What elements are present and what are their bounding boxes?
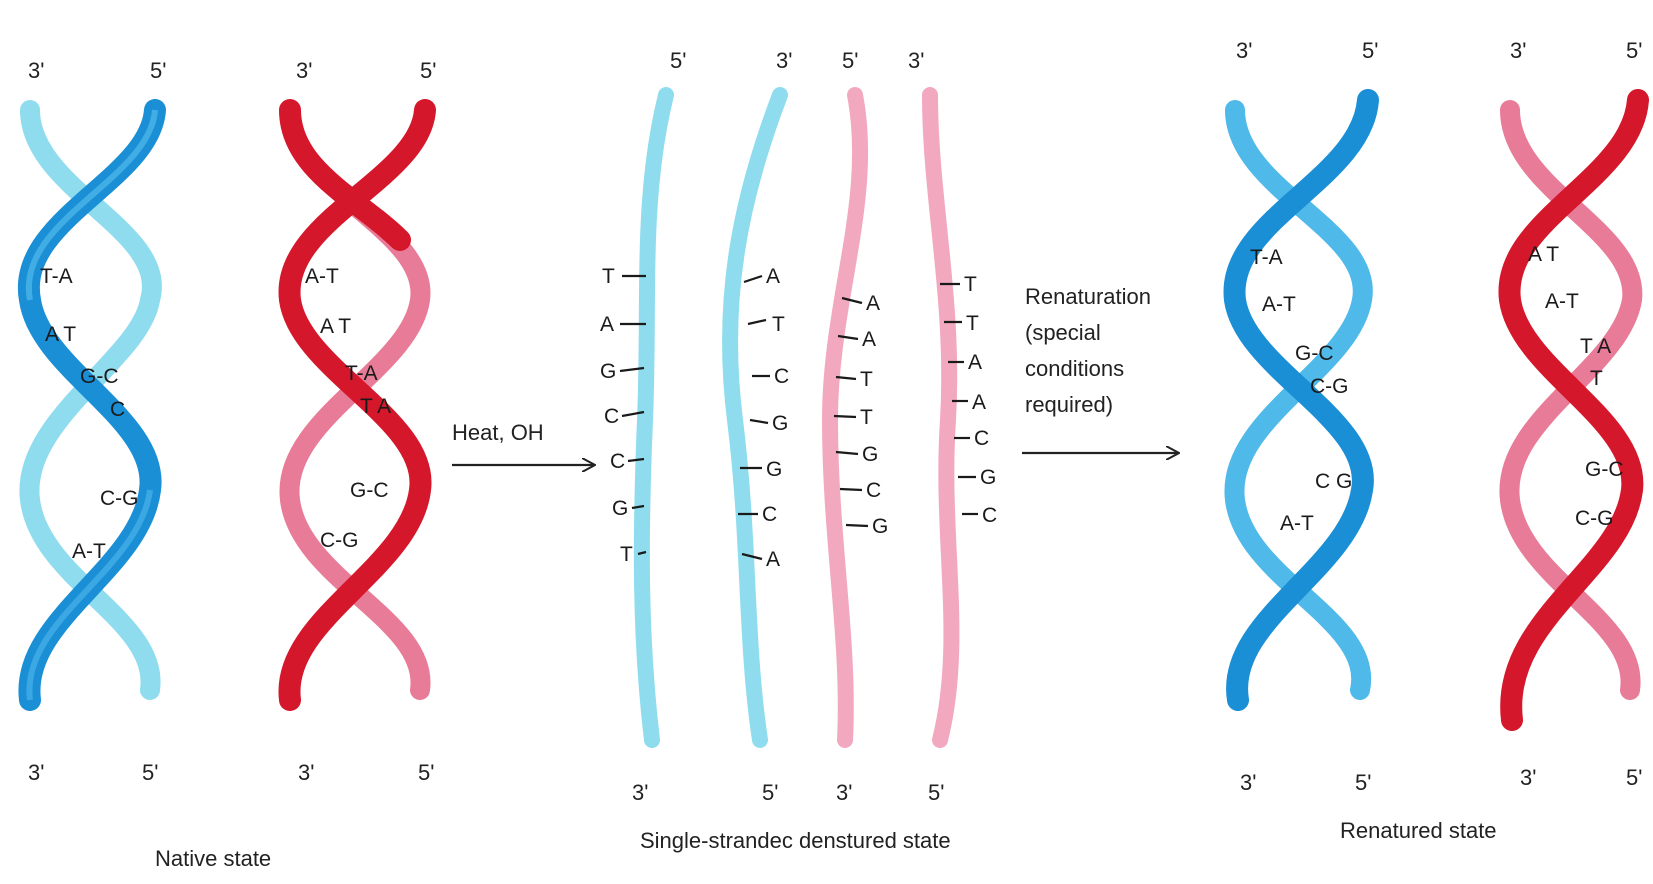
native-blue-helix: 3' 5' 3' 5' T-A A T G-C C C-G A-T [28, 58, 166, 785]
base-pair: G-C [1585, 458, 1624, 481]
strand-1-bottom-label: 3' [632, 780, 648, 805]
base-pair: C-G [1310, 375, 1349, 398]
base-pair: C [110, 398, 125, 421]
base: G [980, 466, 996, 489]
base-pair: C-G [100, 487, 139, 510]
base: G [862, 443, 878, 466]
native-state-caption: Native state [155, 846, 271, 871]
strand-4-bottom-label: 5' [928, 780, 944, 805]
base-pair: T-A [345, 362, 378, 385]
base: A [866, 292, 880, 315]
renature-label-line-2: (special [1025, 320, 1101, 345]
native-red-bottom-left-label: 3' [298, 760, 314, 785]
base: T [620, 543, 633, 566]
base-pair: A-T [305, 265, 339, 288]
base-pair: T [1590, 367, 1603, 390]
base: T [964, 273, 977, 296]
base: A [862, 328, 876, 351]
denatured-strands: 5' 3' 5' 3' 3' 5' 3' 5' T A G C C G T A … [600, 48, 997, 805]
base: G [612, 497, 628, 520]
base-pair: T-A [40, 265, 73, 288]
base: C [762, 503, 777, 526]
renatured-blue-top-left-label: 3' [1236, 38, 1252, 63]
base-pair: G-C [1295, 342, 1334, 365]
native-red-top-right-label: 5' [420, 58, 436, 83]
base: T [966, 312, 979, 335]
renature-label-line-3: conditions [1025, 356, 1124, 381]
base: A [968, 351, 982, 374]
renatured-red-bottom-right-label: 5' [1626, 765, 1642, 790]
renatured-red-top-right-label: 5' [1626, 38, 1642, 63]
base-pair: A T [45, 323, 76, 346]
renatured-red-helix: 3' 5' 3' 5' A T A-T T A T G-C C-G [1509, 38, 1642, 790]
strand-4-top-label: 3' [908, 48, 924, 73]
base-pair: A T [320, 315, 351, 338]
base: G [872, 515, 888, 538]
renatured-state-caption: Renatured state [1340, 818, 1497, 843]
base-pair: T A [360, 395, 391, 418]
native-blue-bottom-right-label: 5' [142, 760, 158, 785]
base-pair: G-C [80, 365, 119, 388]
renature-label-line-1: Renaturation [1025, 284, 1151, 309]
base: T [772, 313, 785, 336]
renatured-blue-strand-dark [1234, 100, 1368, 700]
strand-2-bottom-label: 5' [762, 780, 778, 805]
denature-arrow-label: Heat, OH [452, 420, 544, 445]
strand-1-top-label: 5' [670, 48, 686, 73]
base-pair: A T [1528, 243, 1559, 266]
base-pair: A-T [1262, 293, 1296, 316]
native-red-bottom-right-label: 5' [418, 760, 434, 785]
renatured-red-bottom-left-label: 3' [1520, 765, 1536, 790]
base: A [766, 265, 780, 288]
native-blue-top-right-label: 5' [150, 58, 166, 83]
strand-3-bottom-label: 3' [836, 780, 852, 805]
renatured-blue-bottom-left-label: 3' [1240, 770, 1256, 795]
base-pair: C-G [320, 529, 359, 552]
base-pair: G-C [350, 479, 389, 502]
denatured-state-caption: Single-strandec denstured state [640, 828, 951, 853]
strand-2-top-label: 3' [776, 48, 792, 73]
native-blue-top-left-label: 3' [28, 58, 44, 83]
base-pair: C G [1315, 470, 1352, 493]
base: A [972, 391, 986, 414]
renatured-red-strand-dark [1509, 100, 1638, 720]
renature-arrow: Renaturation (special conditions require… [1022, 284, 1178, 453]
base: A [766, 548, 780, 571]
base-pair: C-G [1575, 507, 1614, 530]
base-pair: T-A [1250, 246, 1283, 269]
base: C [610, 450, 625, 473]
base-pair: A-T [1280, 512, 1314, 535]
renature-label-line-4: required) [1025, 392, 1113, 417]
renatured-red-top-left-label: 3' [1510, 38, 1526, 63]
base: C [604, 405, 619, 428]
base: G [600, 360, 616, 383]
base: A [600, 313, 614, 336]
base: C [866, 479, 881, 502]
single-strand-1 [642, 95, 666, 740]
base: C [774, 365, 789, 388]
native-blue-bottom-left-label: 3' [28, 760, 44, 785]
base: T [860, 368, 873, 391]
base: C [974, 427, 989, 450]
base-pair: T A [1580, 335, 1611, 358]
strand-3-top-label: 5' [842, 48, 858, 73]
base: T [602, 265, 615, 288]
native-red-top-left-label: 3' [296, 58, 312, 83]
single-strand-4 [930, 95, 951, 740]
renatured-blue-bottom-right-label: 5' [1355, 770, 1371, 795]
base: G [766, 458, 782, 481]
base-pair: A-T [72, 540, 106, 563]
native-red-helix: 3' 5' 3' 5' A-T A T T-A T A G-C C-G [289, 58, 436, 785]
base: C [982, 504, 997, 527]
base: G [772, 412, 788, 435]
renatured-blue-top-right-label: 5' [1362, 38, 1378, 63]
base-pair: A-T [1545, 290, 1579, 313]
renatured-blue-helix: 3' 5' 3' 5' T-A A-T G-C C-G C G A-T [1234, 38, 1378, 795]
base: T [860, 406, 873, 429]
denature-arrow: Heat, OH [452, 420, 594, 465]
